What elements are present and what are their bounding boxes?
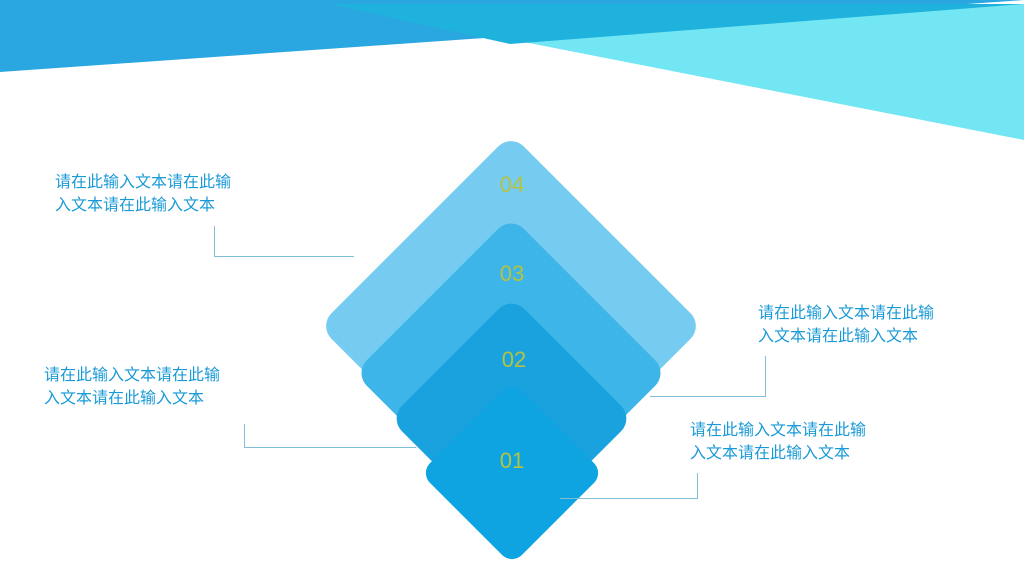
step-02-text[interactable]: 请在此输入文本请在此输 入文本请在此输入文本 — [758, 301, 998, 347]
step-01-text-line1: 请在此输入文本请在此输 — [690, 420, 867, 439]
step-01-text[interactable]: 请在此输入文本请在此输 入文本请在此输入文本 — [690, 418, 930, 464]
step-03-text-line1: 请在此输入文本请在此输 — [44, 365, 221, 384]
step-03-text[interactable]: 请在此输入文本请在此输 入文本请在此输入文本 — [44, 363, 284, 409]
step-02-number: 02 — [501, 347, 527, 372]
step-01-connector — [560, 473, 698, 499]
header-band-mid — [330, 4, 1024, 44]
step-03-text-line2: 入文本请在此输入文本 — [44, 388, 205, 407]
step-02-text-line1: 请在此输入文本请在此输 — [758, 303, 935, 322]
step-04-connector — [214, 226, 354, 257]
step-03-number: 03 — [499, 261, 525, 286]
step-02-text-line2: 入文本请在此输入文本 — [758, 326, 919, 345]
step-03-connector — [244, 424, 416, 448]
step-02-connector — [650, 356, 766, 397]
step-04-text-line1: 请在此输入文本请在此输 — [55, 172, 232, 191]
step-04-text[interactable]: 请在此输入文本请在此输 入文本请在此输入文本 — [55, 170, 295, 216]
step-04-number: 04 — [499, 172, 525, 197]
step-04-text-line2: 入文本请在此输入文本 — [55, 195, 216, 214]
step-01-number: 01 — [499, 448, 525, 473]
step-01-text-line2: 入文本请在此输入文本 — [690, 443, 851, 462]
